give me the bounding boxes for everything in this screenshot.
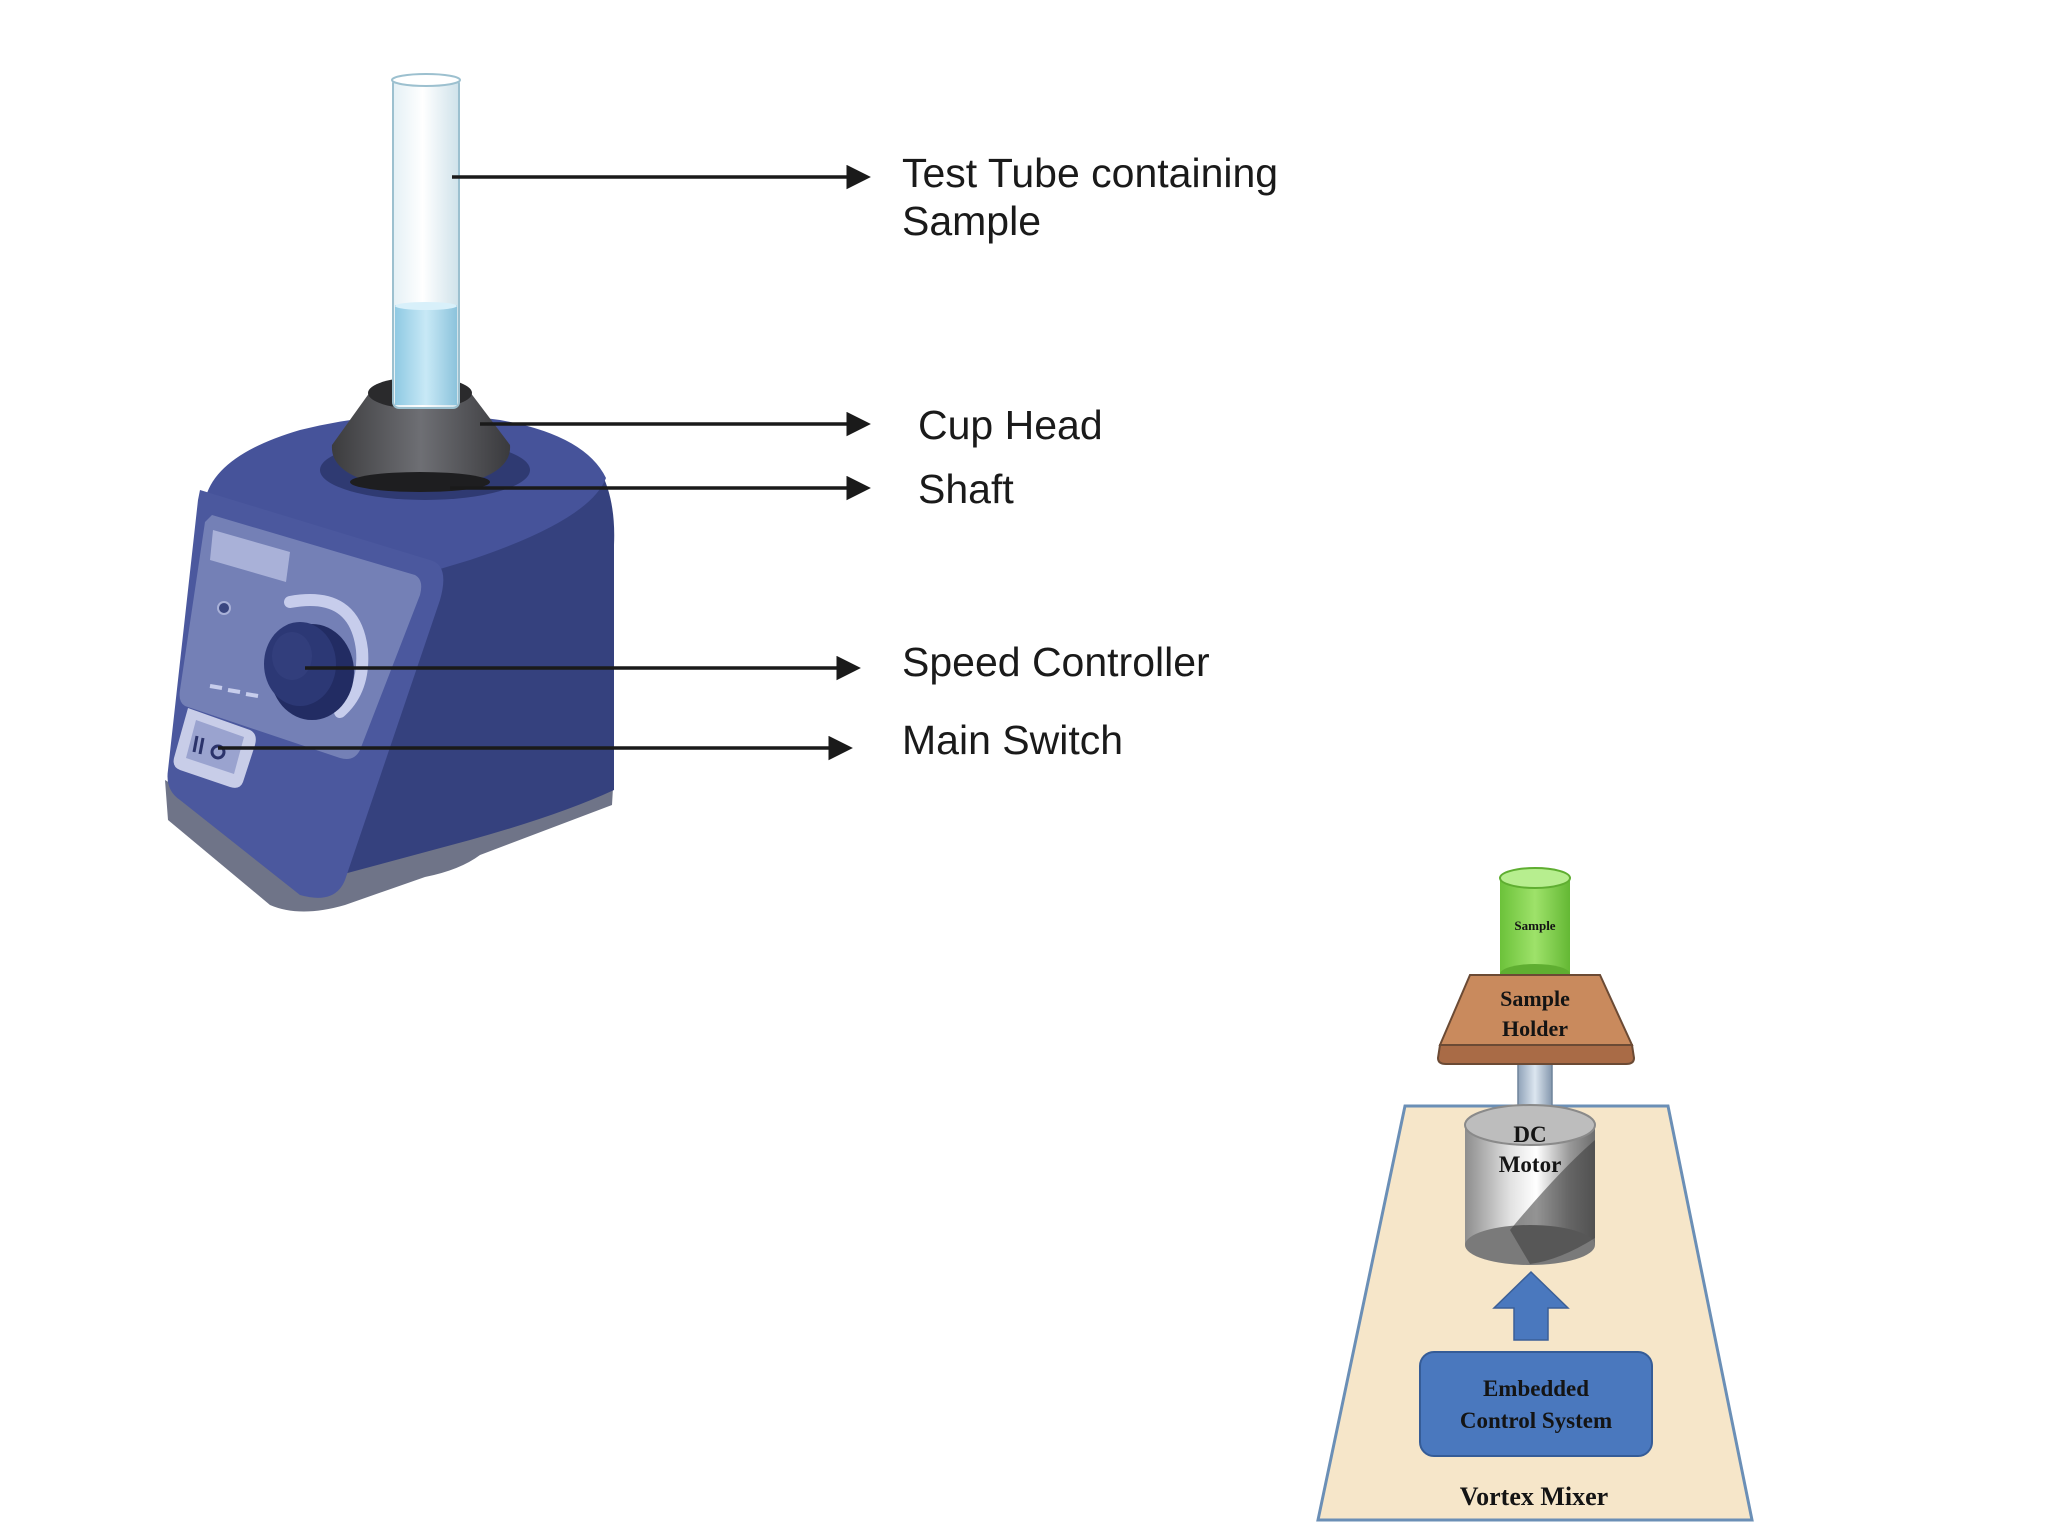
- embedded-control-box: [1419, 1351, 1653, 1457]
- main-switch-icon: [173, 708, 256, 788]
- cup-head: [331, 392, 511, 482]
- label-cup-head: Cup Head: [918, 402, 1103, 448]
- label-main-switch: Main Switch: [902, 717, 1123, 763]
- indicator-light: [217, 601, 231, 615]
- sample-holder-label-line2: Holder: [1502, 1016, 1568, 1041]
- label-shaft: Shaft: [918, 466, 1014, 512]
- sample-holder-label-line1: Sample: [1500, 986, 1570, 1011]
- test-tube-icon: [391, 73, 461, 409]
- control-label-line2: Control System: [1460, 1408, 1612, 1433]
- schematic-title: Vortex Mixer: [1460, 1482, 1608, 1511]
- sample-holder: [1436, 974, 1636, 1065]
- vortex-mixer-illustration: [165, 73, 615, 912]
- speed-scale-arc: [284, 594, 369, 718]
- label-speed-controller: Speed Controller: [902, 639, 1210, 685]
- dc-motor-label-line2: Motor: [1499, 1152, 1562, 1177]
- label-test-tube-line2: Sample: [902, 198, 1041, 244]
- panel-display: [210, 530, 290, 582]
- up-arrow-icon: [1492, 1270, 1570, 1341]
- dc-motor: [1464, 1104, 1596, 1265]
- control-label-line1: Embedded: [1483, 1376, 1589, 1401]
- sample-label: Sample: [1514, 918, 1555, 933]
- speed-knob-icon: [264, 622, 354, 720]
- dc-motor-label-line1: DC: [1513, 1122, 1546, 1147]
- label-test-tube-line1: Test Tube containing: [902, 150, 1278, 196]
- vortex-schematic: Sample Sample Holder DC Motor Embedded C…: [1316, 867, 1754, 1522]
- label-arrows: [218, 164, 871, 761]
